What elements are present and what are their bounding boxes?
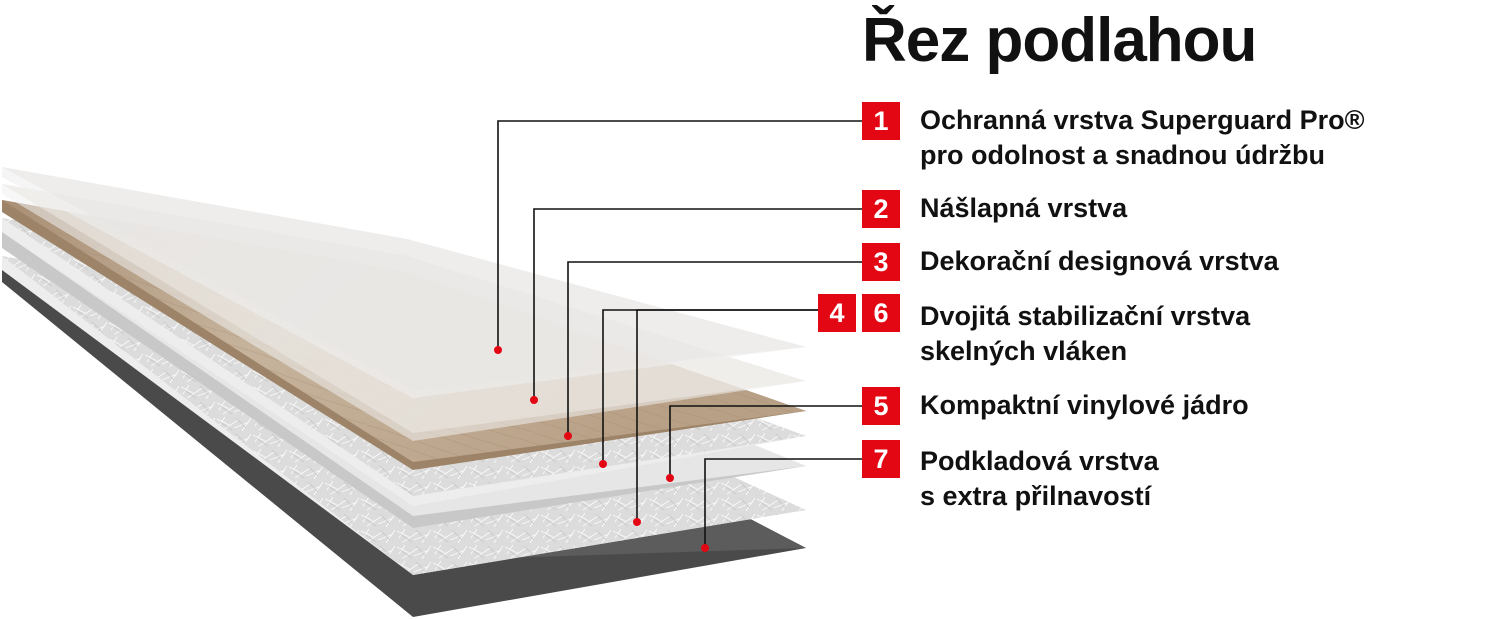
- legend-text-3: Dekorační designová vrstva: [920, 244, 1279, 279]
- marker-dots: [494, 346, 709, 552]
- badge-2: 2: [862, 190, 900, 228]
- legend-text-7: Podkladová vrstva s extra přilnavostí: [920, 444, 1159, 514]
- legend-line: Nášlapná vrstva: [920, 193, 1128, 223]
- badge-5: 5: [862, 387, 900, 425]
- legend-text-5: Kompaktní vinylové jádro: [920, 388, 1249, 423]
- layer-1-protective: [2, 167, 806, 398]
- marker-dot-6: [633, 518, 641, 526]
- legend-line: pro odolnost a snadnou údržbu: [920, 140, 1325, 170]
- leader-line-3: [567, 261, 862, 436]
- legend-line: Dvojitá stabilizační vrstva: [920, 301, 1251, 331]
- badge-1: 1: [862, 102, 900, 140]
- diagram-title: Řez podlahou: [862, 6, 1257, 75]
- leader-line-2: [533, 208, 862, 400]
- badge-6: 6: [862, 294, 900, 332]
- leader-line-1: [497, 120, 862, 350]
- marker-dot-2: [530, 396, 538, 404]
- legend-line: Dekorační designová vrstva: [920, 246, 1279, 276]
- legend-line: Ochranná vrstva Superguard Pro®: [920, 105, 1365, 135]
- legend-text-4-6: Dvojitá stabilizační vrstva skelných vlá…: [920, 299, 1250, 369]
- marker-dot-3: [564, 432, 572, 440]
- leader-lines: [497, 120, 862, 548]
- marker-dot-4: [599, 460, 607, 468]
- legend-line: Podkladová vrstva: [920, 446, 1159, 476]
- leader-line-7: [704, 458, 862, 548]
- badge-3: 3: [862, 243, 900, 281]
- marker-dot-5: [666, 474, 674, 482]
- marker-dot-1: [494, 346, 502, 354]
- badge-4: 4: [818, 294, 856, 332]
- legend-text-2: Nášlapná vrstva: [920, 191, 1127, 226]
- legend-line: skelných vláken: [920, 336, 1128, 366]
- marker-dot-7: [701, 544, 709, 552]
- badge-7: 7: [862, 440, 900, 478]
- legend-text-1: Ochranná vrstva Superguard Pro® pro odol…: [920, 103, 1365, 173]
- legend-line: s extra přilnavostí: [920, 481, 1152, 511]
- leader-line-5: [669, 405, 862, 478]
- leader-line-6: [636, 309, 818, 522]
- legend-line: Kompaktní vinylové jádro: [920, 390, 1249, 420]
